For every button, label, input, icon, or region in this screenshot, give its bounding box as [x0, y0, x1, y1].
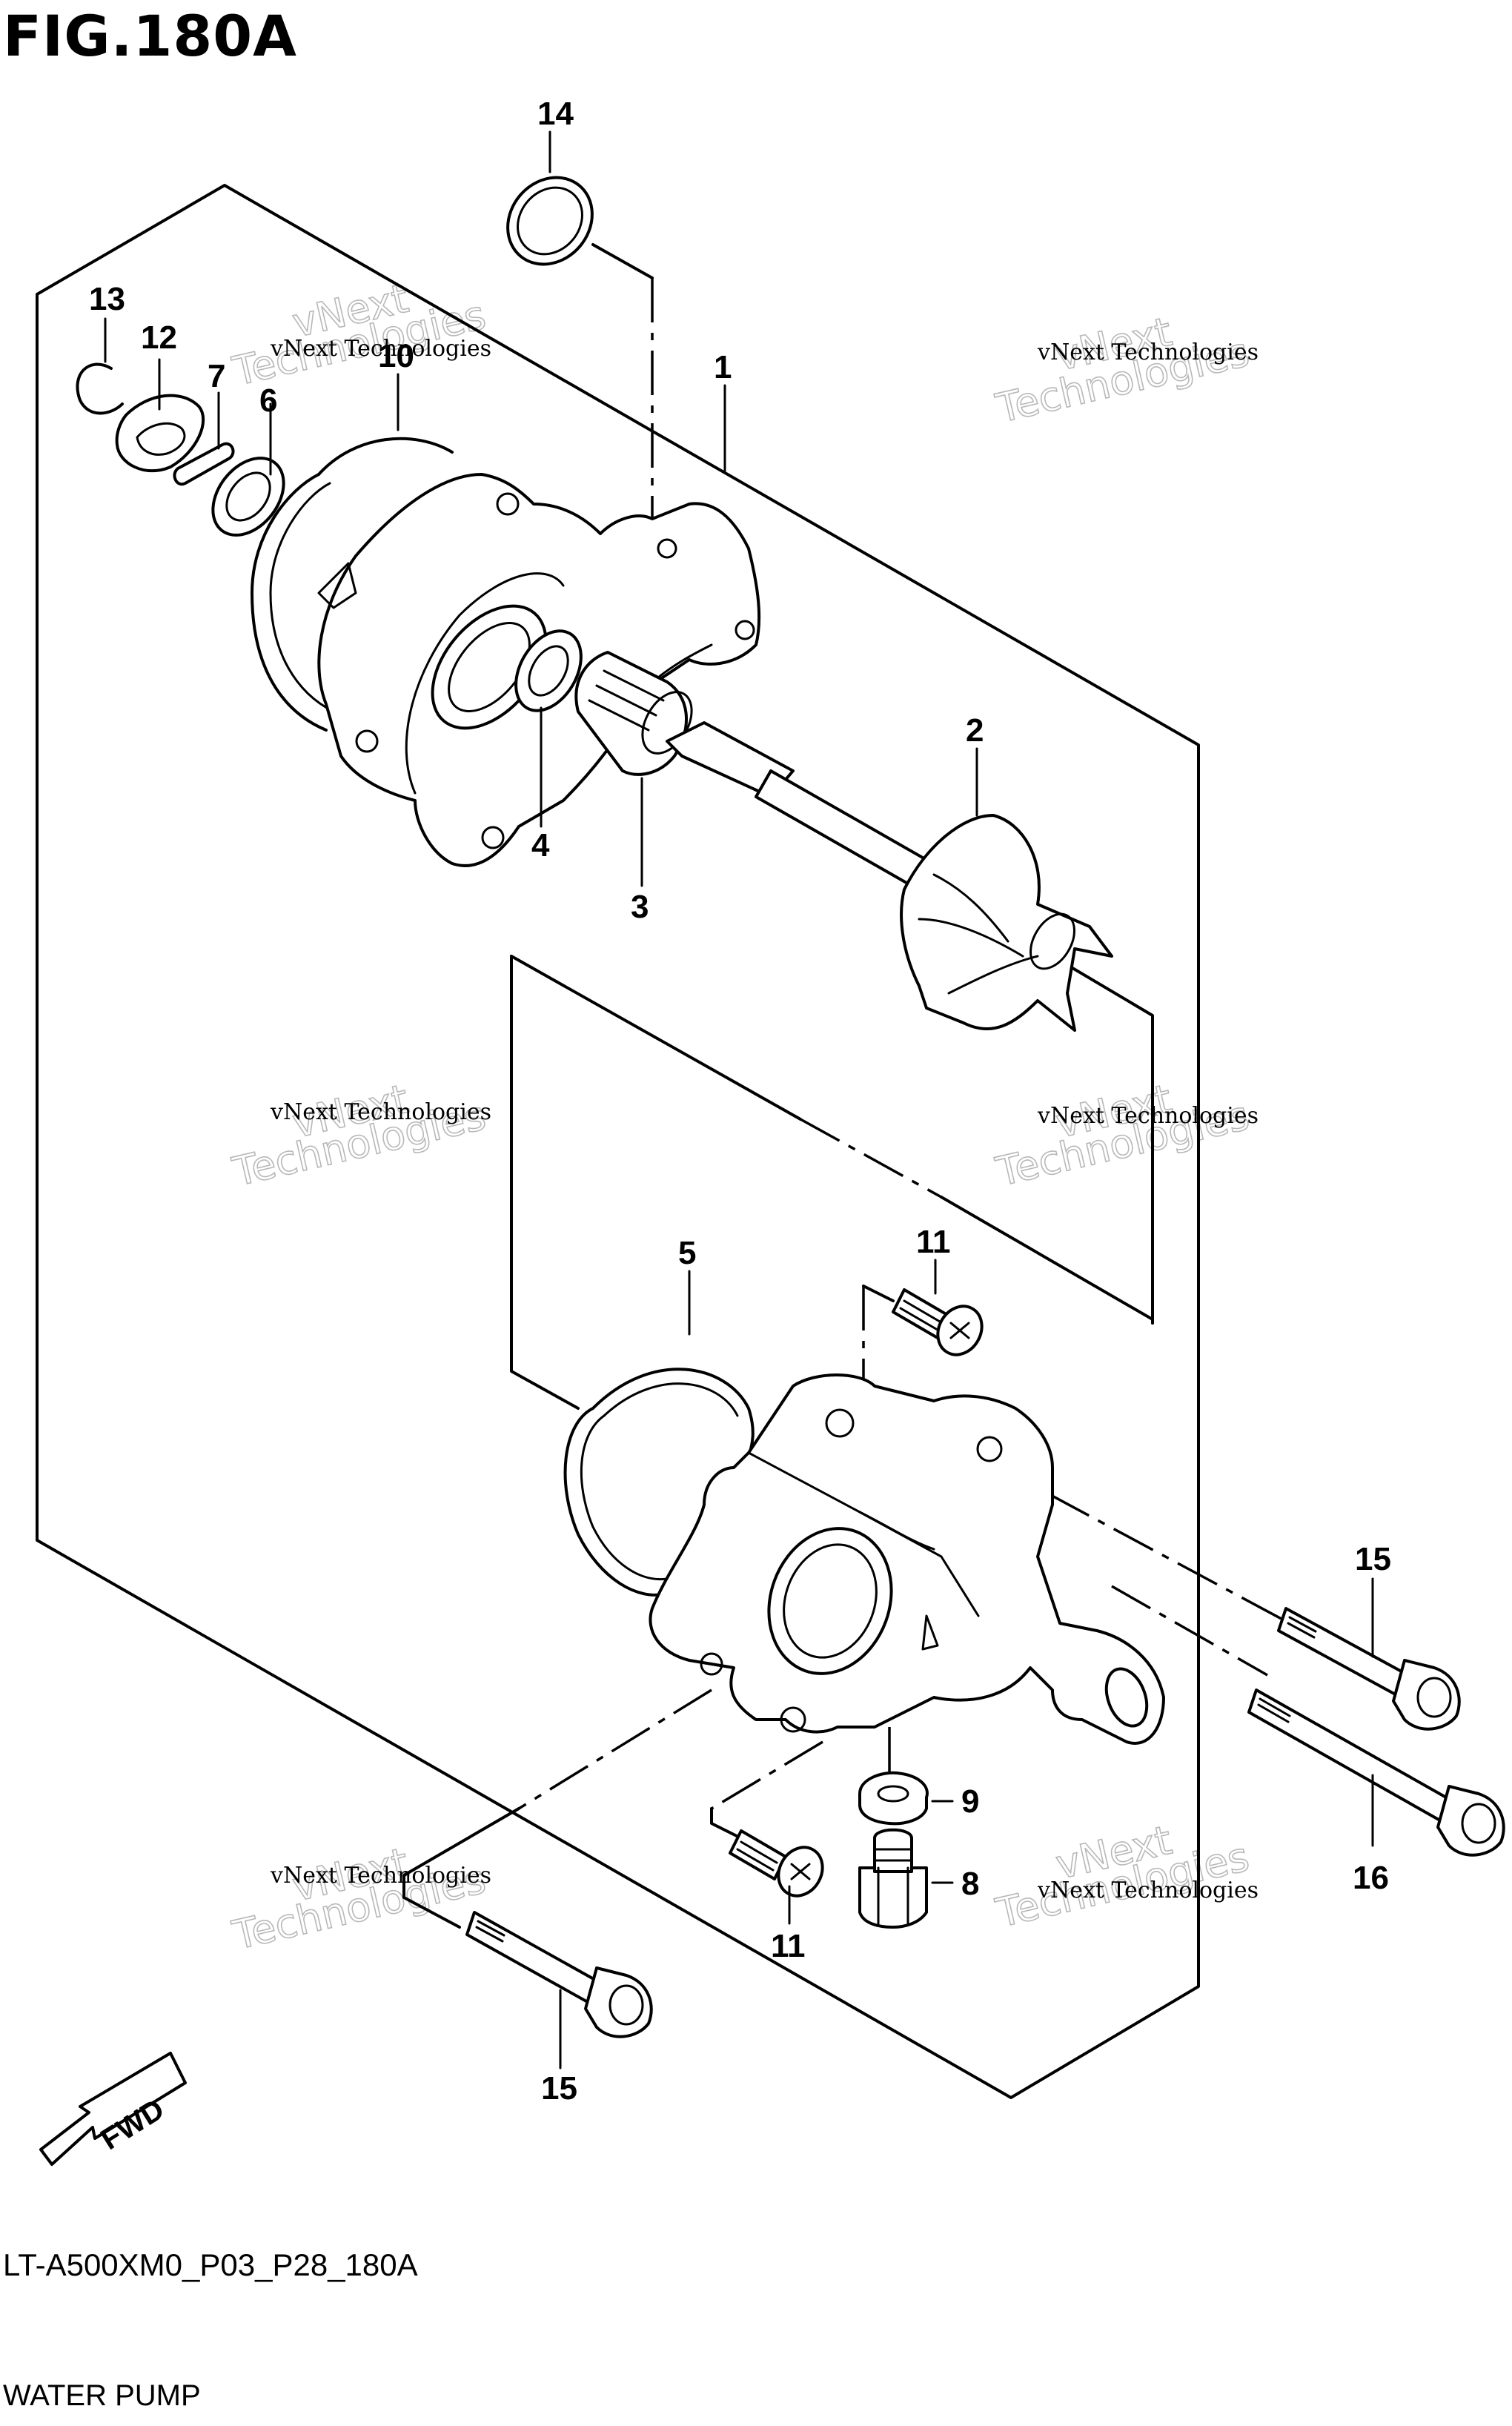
callout-11-top: 11 [916, 1224, 951, 1260]
part-3-mechanical-seal[interactable] [574, 651, 701, 776]
callout-4: 4 [531, 827, 550, 864]
leader-lines [104, 130, 1374, 2069]
part-4-seal-ring[interactable] [503, 620, 594, 722]
svg-text:vNext Technologies: vNext Technologies [1037, 1103, 1259, 1129]
part-16-flange-bolt[interactable] [1247, 1688, 1505, 1857]
part-9-washer[interactable] [858, 1771, 929, 1826]
callout-6: 6 [259, 382, 277, 419]
watermark: Technologies vNext vNext Technologies [991, 1816, 1259, 1938]
impeller-group-bracket [940, 1196, 1154, 1325]
water-pump-cover[interactable] [649, 1373, 1165, 1745]
impeller-group-bracket [800, 1118, 942, 1199]
centerline [862, 1285, 895, 1302]
svg-text:vNext Technologies: vNext Technologies [270, 336, 491, 362]
diagram-name: WATER PUMP [3, 2379, 201, 2412]
callout-5: 5 [678, 1235, 696, 1271]
figure-title: FIG.180A [3, 3, 297, 69]
part-15-flange-bolt[interactable] [1277, 1607, 1461, 1731]
part-8-drain-bolt[interactable] [858, 1828, 928, 1929]
watermark: Technologies vNext vNext Technologies [228, 1838, 491, 1960]
impeller-group-bracket [1051, 955, 1154, 1325]
callout-15-bottom: 15 [541, 2070, 577, 2107]
part-2-impeller[interactable] [666, 721, 1113, 1032]
svg-text:vNext Technologies: vNext Technologies [1037, 339, 1259, 365]
callout-1: 1 [714, 349, 732, 385]
assembly-boundary [36, 184, 1200, 2099]
svg-text:vNext Technologies: vNext Technologies [270, 1863, 491, 1889]
part-12-seal[interactable] [115, 394, 205, 473]
callout-14: 14 [537, 96, 574, 132]
fwd-arrow: FWD [39, 2052, 187, 2166]
watermark: Technologies vNext vNext Technologies [228, 274, 491, 396]
callout-9: 9 [961, 1783, 979, 1820]
part-11-screw[interactable] [892, 1288, 990, 1362]
callout-12: 12 [141, 319, 177, 356]
callout-2: 2 [966, 712, 984, 749]
part-10-o-ring[interactable] [251, 437, 454, 732]
diagram-code: LT-A500XM0_P03_P28_180A [3, 2247, 418, 2282]
impeller-group-bracket [510, 955, 802, 1121]
svg-text:vNext Technologies: vNext Technologies [270, 1099, 491, 1125]
centerline [591, 243, 654, 279]
callout-3: 3 [631, 889, 649, 925]
part-15-flange-bolt[interactable] [465, 1911, 653, 2038]
callout-10: 10 [378, 338, 414, 374]
callout-16: 16 [1353, 1860, 1389, 1896]
svg-text:vNext Technologies: vNext Technologies [1037, 1878, 1259, 1903]
part-14-o-ring[interactable] [491, 160, 610, 281]
centerline [518, 1688, 712, 1810]
part-6-washer[interactable] [199, 445, 298, 549]
watermark: Technologies vNext vNext Technologies [991, 308, 1259, 433]
part-13-circlip[interactable] [76, 362, 124, 415]
callout-13: 13 [89, 281, 125, 317]
centerline [1111, 1585, 1268, 1677]
part-11-screw[interactable] [729, 1829, 831, 1903]
callout-8: 8 [961, 1866, 979, 1902]
callout-15-right: 15 [1355, 1541, 1391, 1577]
callout-7: 7 [208, 358, 225, 394]
impeller-group-bracket [510, 955, 580, 1410]
watermark: Technologies vNext vNext Technologies [228, 1075, 491, 1196]
centerline [402, 1807, 520, 1929]
part-7-pin[interactable] [173, 442, 235, 486]
watermark: Technologies vNext vNext Technologies [991, 1075, 1259, 1196]
part-5-o-ring[interactable] [563, 1368, 755, 1597]
centerline [711, 1740, 823, 1810]
callout-11-bottom: 11 [771, 1928, 806, 1964]
